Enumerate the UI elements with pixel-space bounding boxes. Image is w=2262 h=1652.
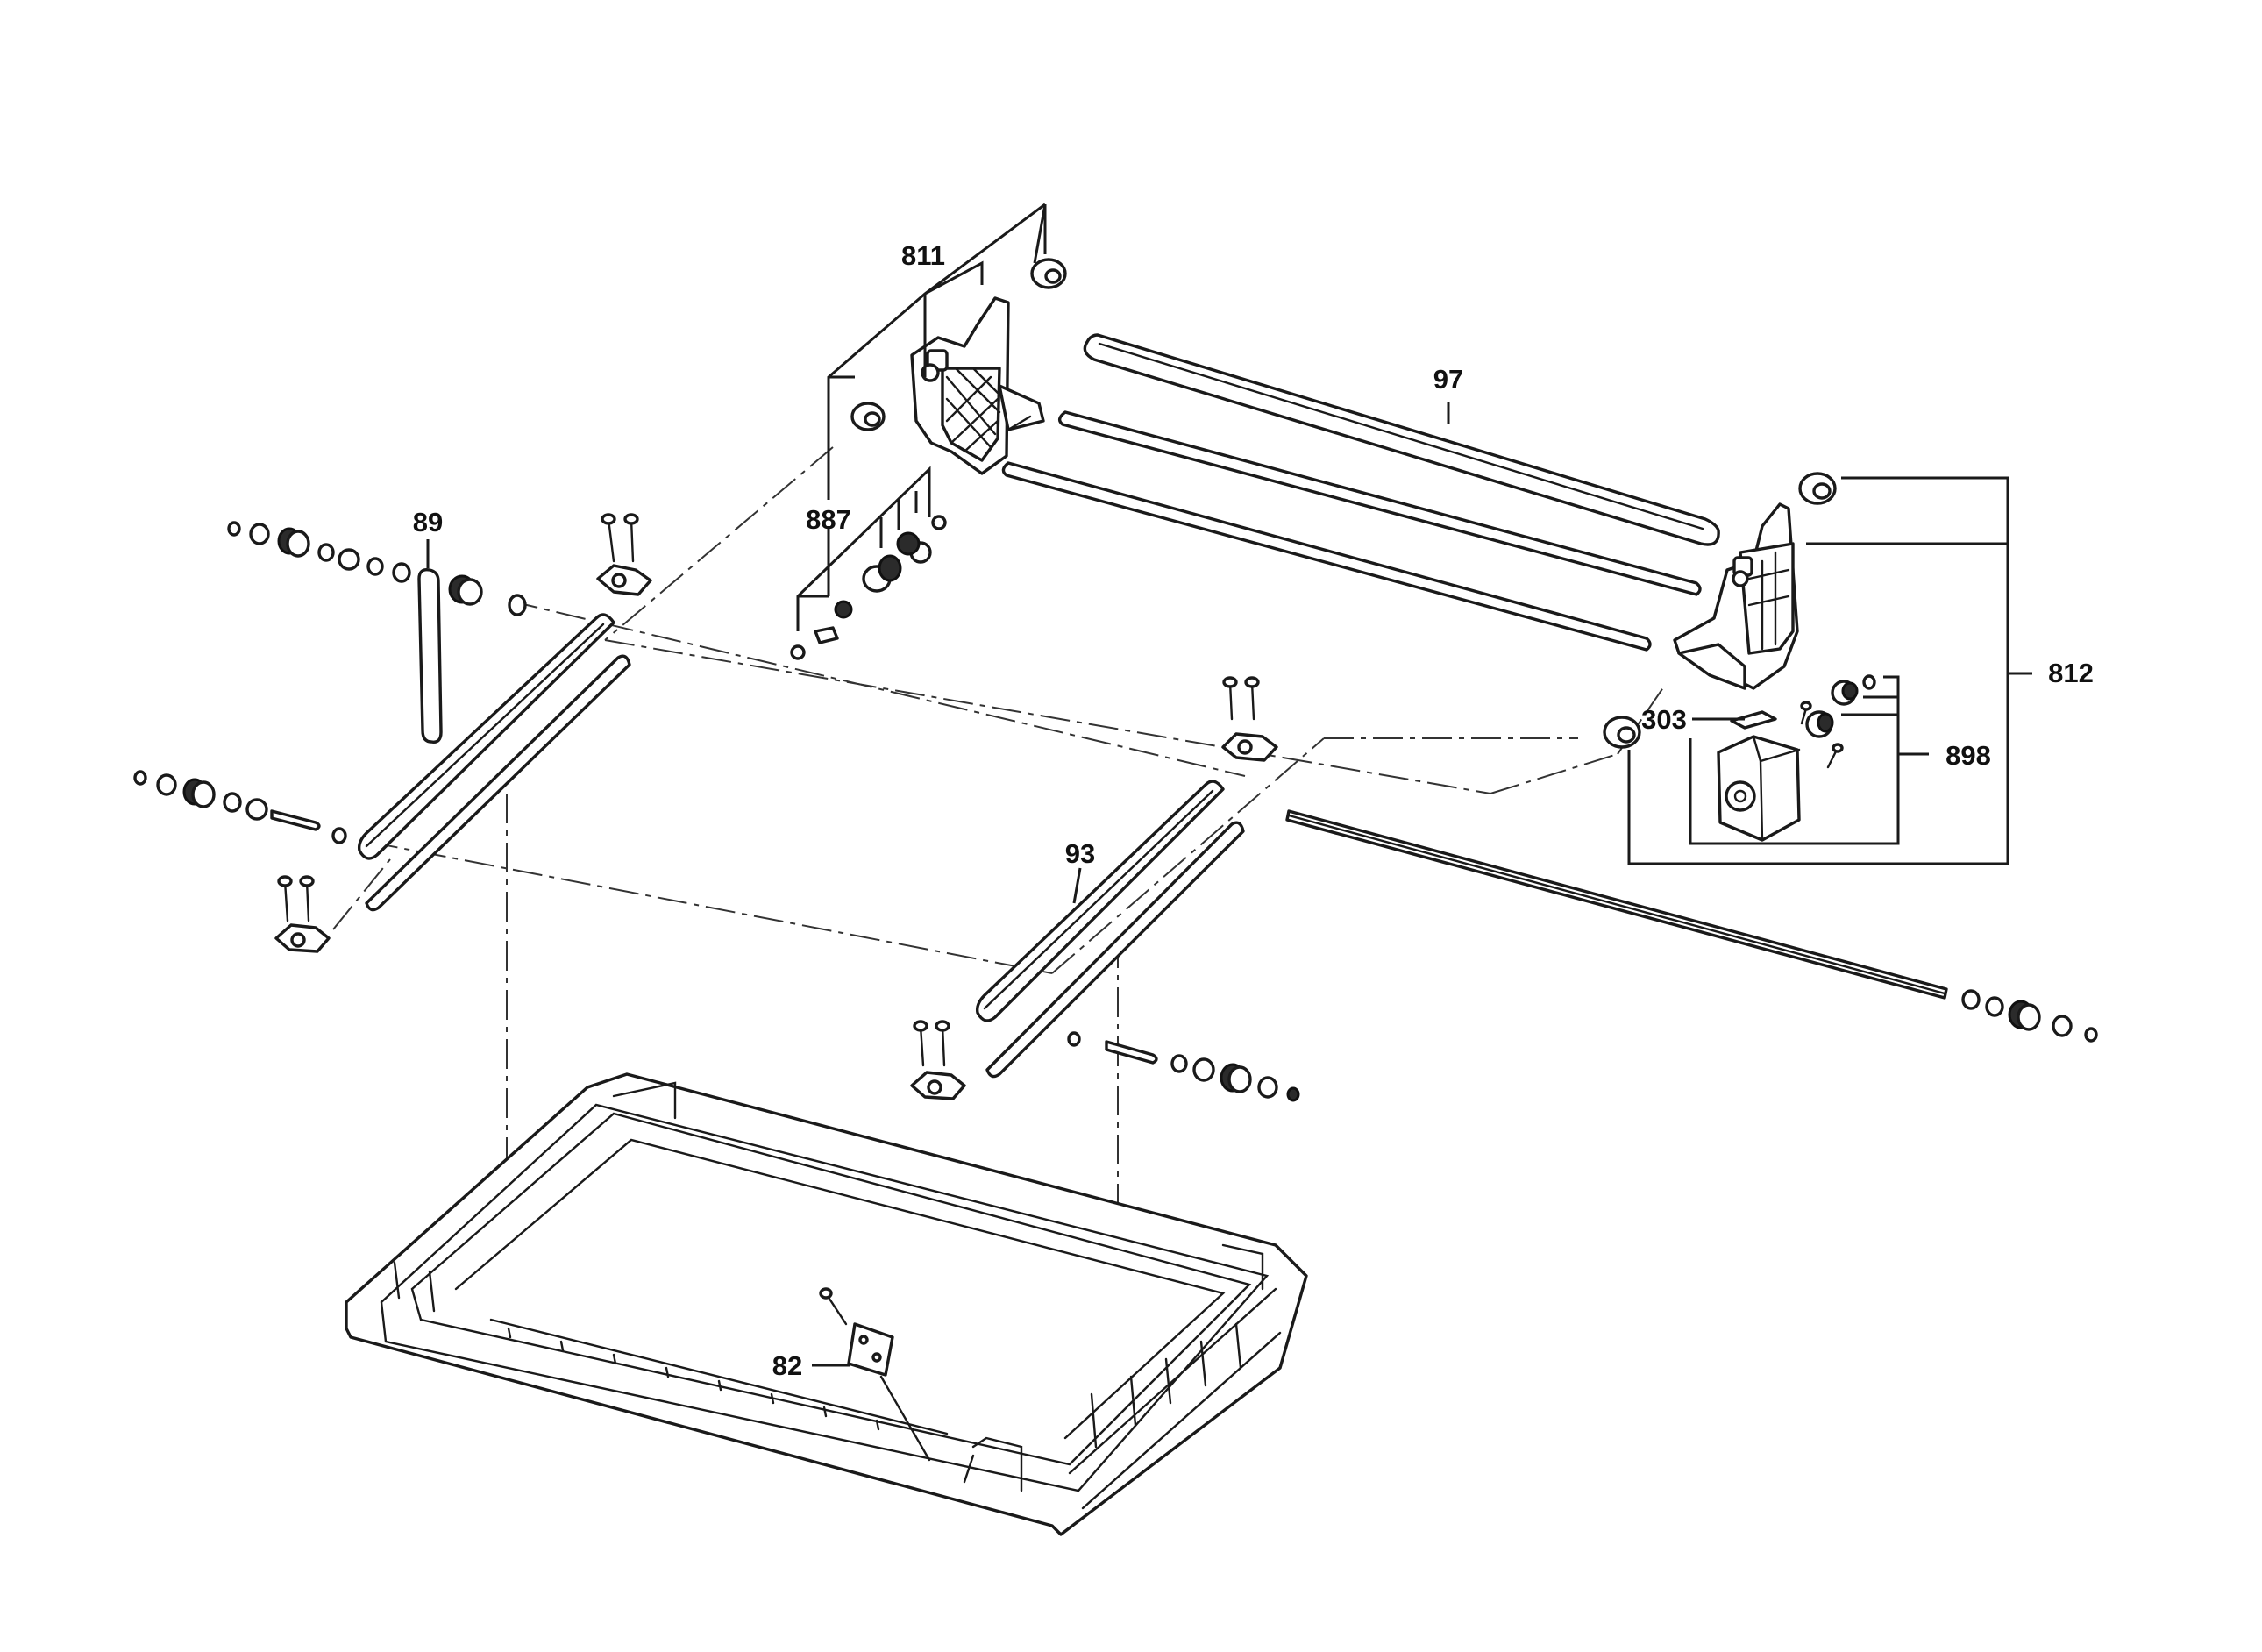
callout-898: 898 xyxy=(1945,740,1991,771)
belt-89 xyxy=(417,568,443,744)
right-front-axle-parts xyxy=(1067,1031,1300,1102)
roller-kit-887 xyxy=(790,515,947,660)
clamp-rear-left xyxy=(596,513,652,596)
clamp-rear-right xyxy=(1221,676,1278,762)
clamp-front-left xyxy=(274,875,331,953)
end-bracket-812 xyxy=(1603,472,1837,749)
right-belt-and-rod-93 xyxy=(975,780,1245,1079)
callout-303: 303 xyxy=(1641,704,1687,735)
assembly-axes xyxy=(332,446,1667,1403)
bracket-82 xyxy=(819,1287,931,1462)
callout-82: 82 xyxy=(772,1350,802,1381)
callout-812: 812 xyxy=(2048,658,2094,688)
callout-89: 89 xyxy=(413,507,443,538)
clamp-front-right xyxy=(910,1020,966,1100)
callout-97: 97 xyxy=(1433,364,1463,395)
left-belt-and-rod xyxy=(357,613,631,912)
left-front-axle-parts xyxy=(133,770,347,844)
long-threaded-rod xyxy=(1285,809,1948,1000)
end-bracket-811 xyxy=(850,258,1067,475)
guide-rods-upper xyxy=(1001,410,1702,652)
leader-93 xyxy=(1072,867,1082,904)
leader-812 xyxy=(1627,476,2032,865)
callout-887: 887 xyxy=(806,504,851,535)
belt-97 xyxy=(1083,333,1720,546)
leader-887 xyxy=(796,466,931,631)
callout-811: 811 xyxy=(901,240,945,271)
callout-93: 93 xyxy=(1065,838,1095,869)
right-rod-end-parts xyxy=(1961,989,2098,1043)
left-rear-axle-parts xyxy=(227,521,527,616)
motor-assembly-898 xyxy=(1717,674,1876,842)
leader-898 xyxy=(1689,675,1929,845)
base-tray xyxy=(345,1072,1308,1536)
